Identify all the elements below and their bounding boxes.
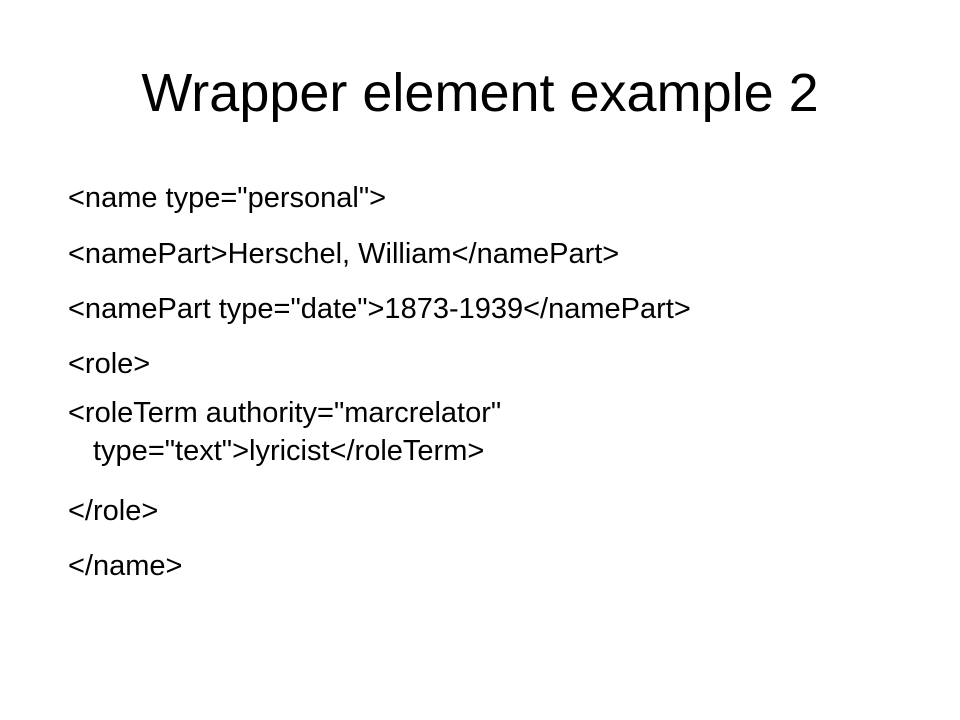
body-line-text: <roleTerm authority="marcrelator" bbox=[68, 397, 502, 429]
body-line: <namePart>Herschel, William</namePart> bbox=[68, 235, 619, 273]
body-line: </role> bbox=[68, 492, 158, 530]
body-line: <name type="personal"> bbox=[68, 179, 386, 217]
body-line-text: </name> bbox=[68, 550, 183, 582]
body-line: <role> bbox=[68, 345, 150, 383]
body-line-text: </role> bbox=[68, 495, 159, 527]
slide-title: Wrapper element example 2 bbox=[141, 63, 819, 123]
body-line: <namePart type="date">1873-1939</namePar… bbox=[68, 290, 691, 328]
body-line-text: <name type="personal"> bbox=[68, 182, 387, 214]
body-line-text: <role> bbox=[68, 348, 151, 380]
body-line: </name> bbox=[68, 547, 182, 585]
body-line-continuation: type="text">lyricist</roleTerm> bbox=[93, 435, 485, 467]
body-line-wrapped: <roleTerm authority="marcrelator" type="… bbox=[68, 394, 501, 470]
body-line-text: <namePart>Herschel, William</namePart> bbox=[68, 238, 620, 270]
body-line-text: <namePart type="date">1873-1939</namePar… bbox=[68, 293, 691, 325]
